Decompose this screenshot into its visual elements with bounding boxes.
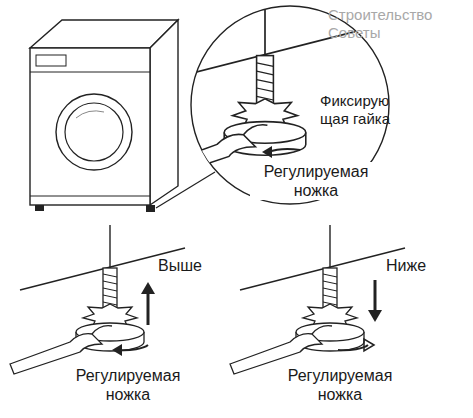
part-label: Регулируемая ножка xyxy=(250,162,382,200)
part-label: Фиксирую щая гайка xyxy=(320,92,402,128)
direction-label: Ниже xyxy=(386,256,446,275)
part-label: Регулируемая ножка xyxy=(270,366,410,404)
part-label: Регулируемая ножка xyxy=(58,366,198,404)
watermark: Строительство Советы xyxy=(328,6,468,42)
direction-label: Выше xyxy=(158,256,218,275)
